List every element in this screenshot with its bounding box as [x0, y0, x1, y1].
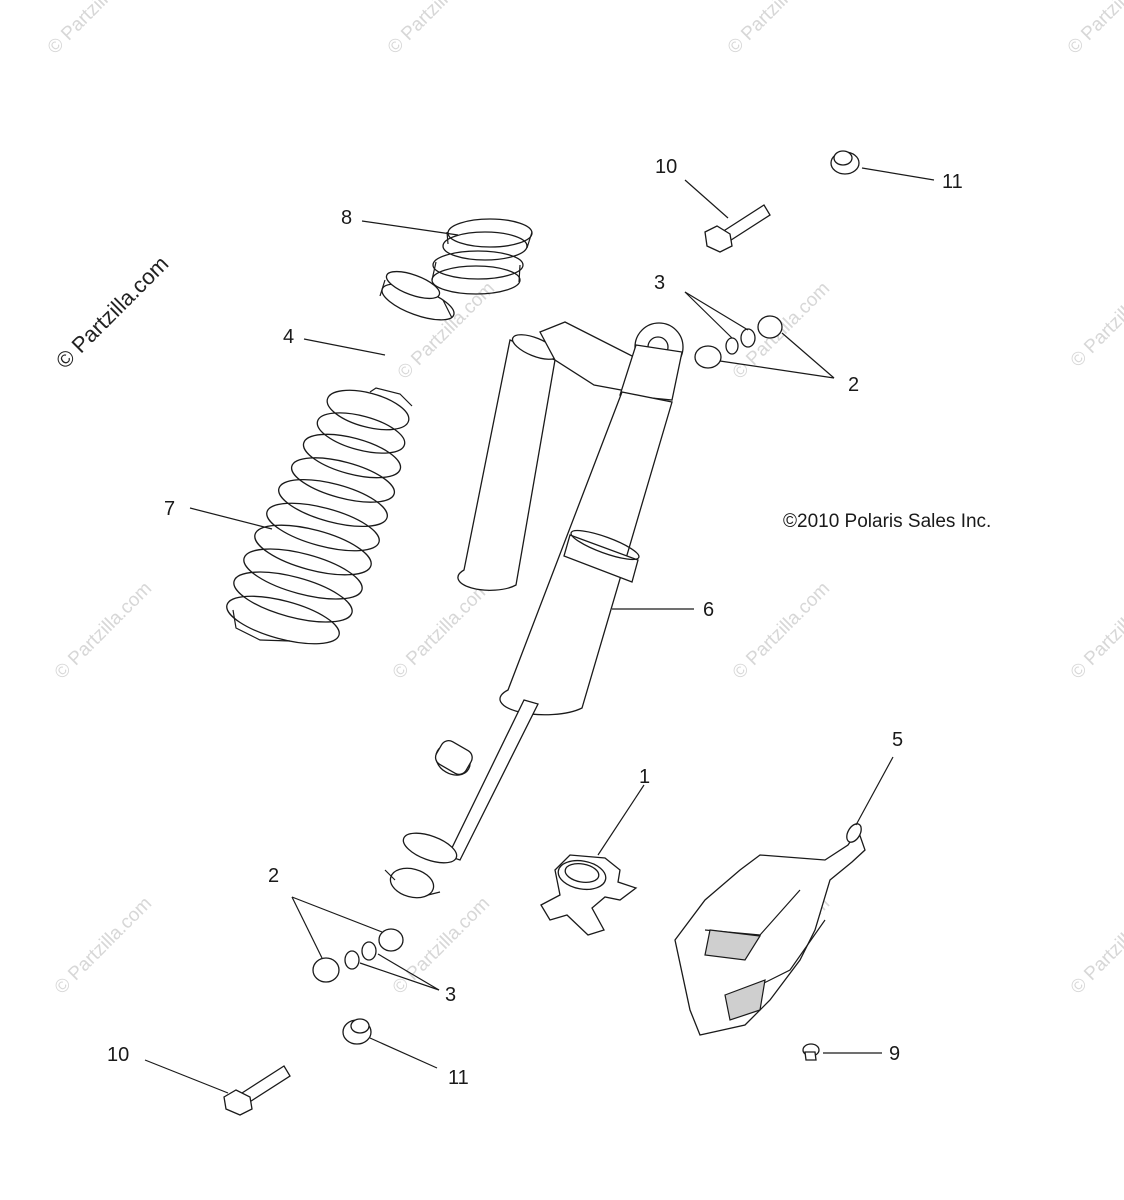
copyright-text: ©2010 Polaris Sales Inc.	[783, 511, 991, 532]
part-1-spring-retainer	[540, 854, 638, 936]
watermark: © Partzilla.com	[1067, 578, 1124, 683]
part-11-nut-top	[830, 150, 860, 175]
callout-6: 6	[703, 599, 714, 621]
part-2-3-bushing-set-bottom	[312, 928, 404, 983]
watermark: © Partzilla.com	[1067, 266, 1124, 371]
callout-5: 5	[892, 729, 903, 751]
watermark: © Partzilla.com	[389, 578, 494, 683]
callout-10-bottom: 10	[107, 1044, 129, 1066]
watermark: © Partzilla.com	[389, 893, 494, 998]
part-7-coil-spring	[226, 387, 413, 645]
leader-lines	[144, 167, 935, 1094]
watermark: © Partzilla.com	[724, 0, 829, 59]
part-10-bolt-bottom	[223, 1065, 291, 1116]
callout-9: 9	[889, 1043, 900, 1065]
watermark: © Partzilla.com	[1067, 893, 1124, 998]
part-2-3-bushing-set-top	[694, 315, 783, 369]
watermark: © Partzilla.com	[51, 578, 156, 683]
part-6-shock-absorber	[384, 321, 684, 899]
callout-2-bottom: 2	[268, 865, 279, 887]
callout-11-top: 11	[942, 171, 963, 193]
watermark: © Partzilla.com	[44, 0, 149, 59]
watermark: © Partzilla.com	[51, 893, 156, 998]
callout-2-top: 2	[848, 374, 859, 396]
watermark: © Partzilla.com	[729, 578, 834, 683]
part-11-nut-bottom	[342, 1018, 372, 1045]
part-4-spring-seat	[379, 270, 455, 321]
callout-3-top: 3	[654, 272, 665, 294]
callout-8: 8	[341, 207, 352, 229]
watermark: © Partzilla.com	[384, 0, 489, 59]
part-10-bolt-top	[704, 204, 771, 253]
part-9-screw	[802, 1043, 820, 1061]
callout-1: 1	[639, 766, 650, 788]
callout-3-bottom: 3	[445, 984, 456, 1006]
callout-labels: 8 4 7 6 10 11 3 2 1 5 9 2 3 11 10	[107, 156, 963, 1089]
callout-11-bottom: 11	[448, 1067, 469, 1089]
callout-4: 4	[283, 326, 294, 348]
part-5-guard	[674, 823, 866, 1036]
watermark-main: © Partzilla.com	[51, 251, 174, 374]
callout-7: 7	[164, 498, 175, 520]
watermark: © Partzilla.com	[1064, 0, 1124, 59]
callout-10-top: 10	[655, 156, 677, 178]
